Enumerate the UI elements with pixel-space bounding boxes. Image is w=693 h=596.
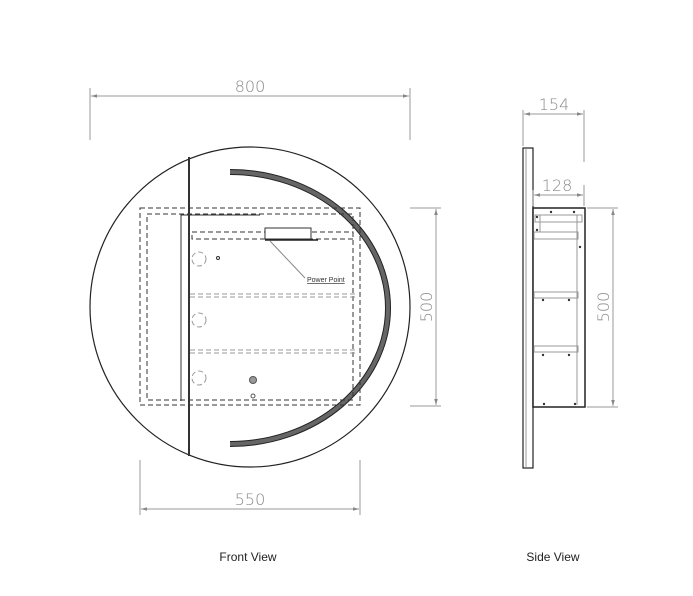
- front-view: Power Point 800 500 550: [89, 77, 441, 564]
- shelf-side-2: [533, 345, 579, 353]
- hinge-circle: [191, 251, 207, 267]
- screw-hole: [216, 256, 220, 260]
- shelf-side-1: [533, 291, 579, 299]
- sensor-icon: [250, 393, 256, 399]
- svg-text:500: 500: [594, 292, 613, 323]
- mirror-outline: [89, 146, 411, 468]
- led-light-arc: [229, 169, 391, 447]
- dimension-500-front: 500: [410, 207, 441, 407]
- svg-text:800: 800: [235, 77, 266, 96]
- power-point-box: [264, 227, 312, 240]
- cabinet-outer-dashed: [139, 207, 361, 406]
- svg-text:500: 500: [417, 292, 436, 323]
- dimension-550: 550: [139, 460, 361, 515]
- hinge-circle: [191, 312, 207, 328]
- cabinet-inner-solid: [180, 214, 260, 401]
- power-point-callout: Power Point: [307, 277, 345, 284]
- side-view-label: Side View: [526, 550, 579, 564]
- callout-leader: [269, 240, 306, 279]
- dimension-800: 800: [89, 77, 411, 140]
- svg-text:550: 550: [235, 490, 266, 509]
- dimension-500-side: 500: [587, 207, 618, 408]
- cabinet-body: [532, 207, 586, 408]
- screws: [535, 210, 582, 406]
- dimension-128: 128: [532, 176, 585, 206]
- mirror-panel: [522, 147, 534, 469]
- front-view-label: Front View: [219, 550, 276, 564]
- side-view: 154 128 500 Side View: [522, 95, 618, 564]
- dimension-154: 154: [522, 95, 585, 162]
- svg-text:128: 128: [542, 176, 573, 195]
- switch-knob: [249, 376, 257, 384]
- svg-text:154: 154: [539, 95, 570, 114]
- hinge-circle: [191, 370, 207, 386]
- cabinet-inner-dashed: [146, 213, 354, 401]
